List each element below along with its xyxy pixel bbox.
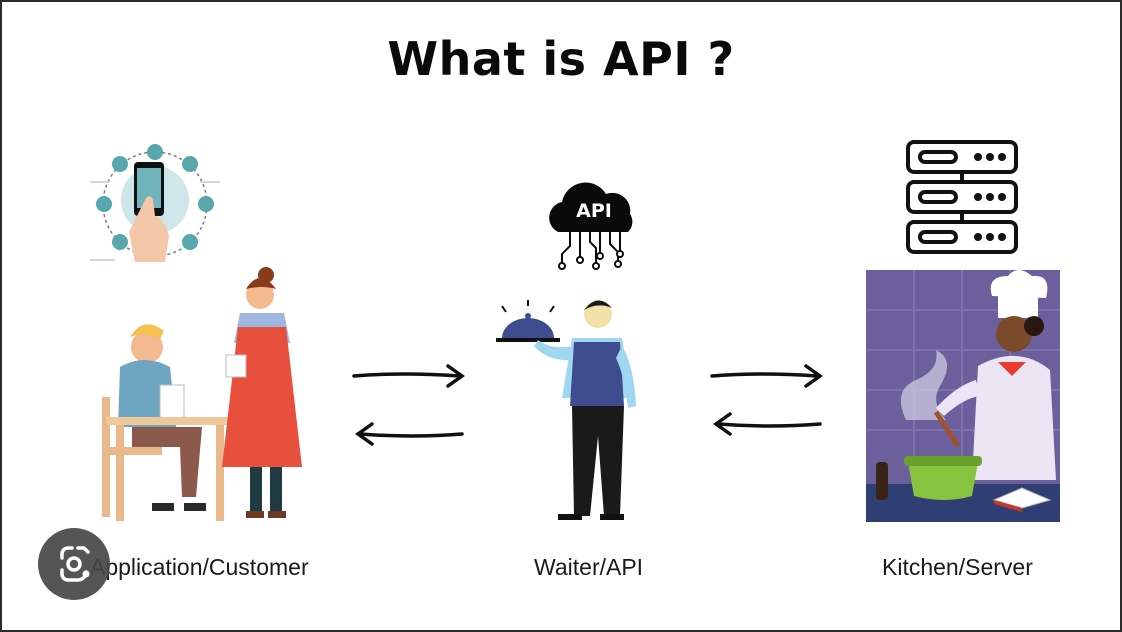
google-lens-button[interactable]	[38, 528, 110, 600]
customer-label: Application/Customer	[90, 554, 309, 580]
customer-scene	[102, 267, 302, 521]
response-arrow-server	[712, 412, 822, 436]
api-cloud-icon: API	[540, 170, 646, 272]
response-arrow	[354, 422, 464, 446]
server-rack-icon	[906, 140, 1018, 254]
waiter-figure	[496, 300, 636, 520]
request-arrow-server	[710, 364, 824, 388]
kitchen-label: Kitchen/Server	[882, 554, 1033, 580]
google-lens-icon	[60, 546, 90, 582]
request-arrow	[352, 364, 466, 388]
kitchen-scene	[866, 270, 1060, 522]
phone-app-icon	[90, 144, 220, 262]
api-cloud-label: API	[576, 200, 612, 222]
page-title: What is API ?	[387, 32, 735, 86]
waiter-label: Waiter/API	[534, 554, 644, 580]
